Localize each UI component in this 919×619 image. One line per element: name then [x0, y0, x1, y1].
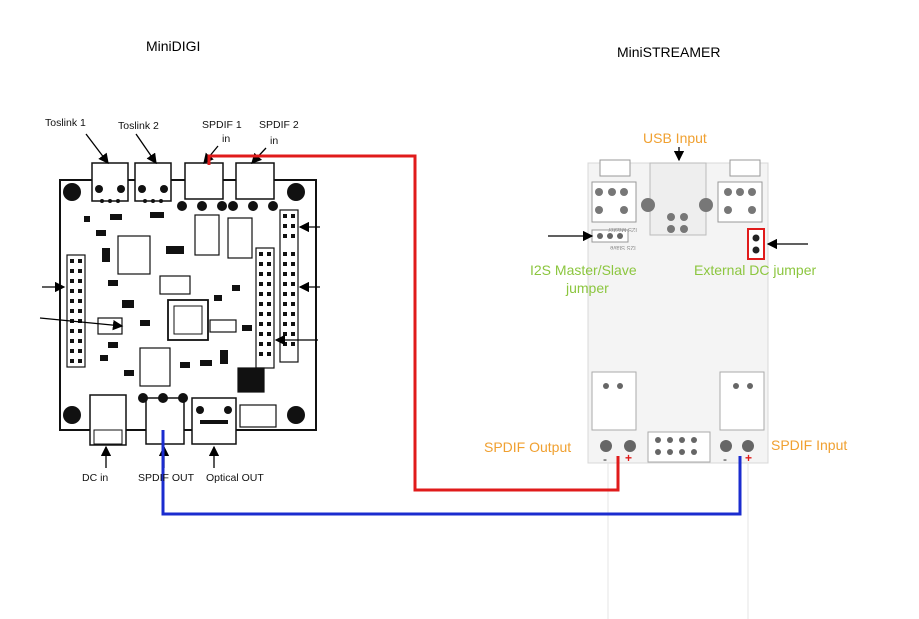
- optical-out-label: Optical OUT: [206, 472, 264, 484]
- spdif-input-minus: -: [723, 452, 727, 466]
- spdif2-label: SPDIF 2: [259, 119, 299, 131]
- red-wire: [207, 154, 620, 492]
- spdif-out-connector: [138, 393, 188, 445]
- i2s-jumper-label: I2S Master/Slave: [530, 262, 637, 278]
- i2s-silk-bottom: I2S Slave: [610, 244, 636, 250]
- blue-wire: [161, 430, 742, 516]
- ministreamer-board: [587, 159, 769, 619]
- mounting-hole: [287, 183, 305, 201]
- minidigi-board: [59, 162, 317, 446]
- mounting-hole: [63, 406, 81, 424]
- i2s-silk-top: I2S Master: [608, 226, 638, 232]
- usb-pads: [595, 188, 756, 233]
- ministreamer-title: MiniSTREAMER: [617, 44, 721, 60]
- spdif1-in-connector: [177, 162, 227, 211]
- usb-input-label: USB Input: [643, 130, 707, 146]
- left-pin-header: [66, 254, 86, 368]
- toslink2-label: Toslink 2: [118, 120, 159, 132]
- pcb-small-parts: [84, 212, 252, 376]
- spdif-output-label: SPDIF Output: [484, 439, 572, 455]
- toslink1-connector: [91, 162, 129, 203]
- spdif2-in-connector: [228, 162, 278, 211]
- spdif1-label-in: in: [222, 133, 231, 145]
- spdif2-label-in: in: [270, 135, 279, 147]
- ministreamer-lower-parts: [591, 371, 765, 463]
- right-pin-header-outer: [279, 209, 299, 363]
- dc-in-label: DC in: [82, 472, 109, 484]
- ministreamer-rca-pads: [600, 383, 754, 455]
- external-dc-jumper: [747, 228, 765, 260]
- i2s-jumper: [591, 229, 629, 243]
- spdif1-label: SPDIF 1: [202, 119, 242, 131]
- optical-out-connector: [191, 397, 237, 445]
- spdif-output-plus: +: [625, 451, 633, 465]
- spdif-output-minus: -: [603, 452, 607, 466]
- i2s-jumper-label-line2: jumper: [566, 280, 609, 296]
- spdif-input-plus: +: [745, 451, 753, 465]
- toslink1-label: Toslink 1: [45, 117, 86, 129]
- spdif-input-label: SPDIF Input: [771, 437, 848, 453]
- minidigi-title: MiniDIGI: [146, 38, 201, 54]
- dc-in-connector: [89, 394, 127, 446]
- toslink2-connector: [134, 162, 172, 203]
- mounting-hole: [287, 406, 305, 424]
- mounting-hole: [63, 183, 81, 201]
- right-pin-header-inner: [255, 247, 275, 369]
- spdif-out-label: SPDIF OUT: [138, 472, 195, 484]
- ministreamer-arrows: [548, 147, 808, 250]
- external-dc-jumper-label: External DC jumper: [694, 262, 817, 278]
